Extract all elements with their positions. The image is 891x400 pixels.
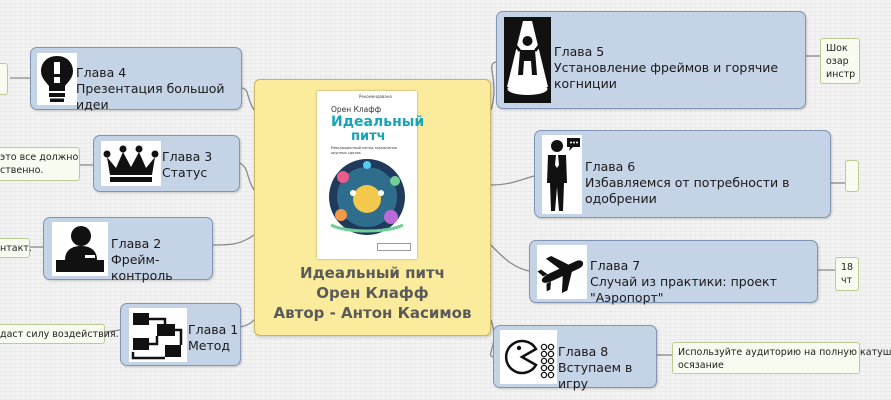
note-text: озар xyxy=(826,56,849,67)
chapter-number: Глава 5 xyxy=(554,44,605,59)
note-text: инстр xyxy=(826,69,856,80)
connector-lines xyxy=(10,55,845,358)
central-title-line-2: Орен Клафф xyxy=(316,284,429,302)
chapter-number: Глава 1 xyxy=(188,322,239,337)
note-text: чт xyxy=(841,275,853,286)
note-chapter-7: 18 чт xyxy=(835,257,859,291)
note-text: нтакт. xyxy=(0,243,32,254)
branch-node-chapter-7[interactable]: Глава 7 Случай из практики: проект "Аэро… xyxy=(529,240,818,306)
note-text: даст силу воздействия. xyxy=(0,329,119,340)
central-topic[interactable]: Рекомендовано Орен Клафф Идеальный питч … xyxy=(254,79,491,336)
chapter-number: Глава 8 xyxy=(558,344,609,359)
node-label: Глава 1 Метод xyxy=(188,322,240,354)
branch-node-chapter-2[interactable]: Глава 2 Фрейм-контроль xyxy=(43,217,213,283)
note-chapter-4 xyxy=(0,63,8,95)
central-title-line-1: Идеальный питч xyxy=(300,264,445,282)
book-cover-image: Рекомендовано Орен Клафф Идеальный питч … xyxy=(317,91,424,259)
person-at-desk-icon xyxy=(52,222,108,276)
node-label: Глава 8 Вступаем в игру xyxy=(558,344,656,392)
branch-node-chapter-5[interactable]: Глава 5 Установление фреймов и горячие к… xyxy=(496,11,806,109)
flow-diagram-icon xyxy=(129,308,187,362)
node-label: Глава 4 Презентация большой идеи xyxy=(76,65,241,113)
chapter-name: Статус xyxy=(162,165,208,180)
chapter-name: Случай из практики: проект "Аэропорт" xyxy=(590,274,777,305)
cover-title-line-2: питч xyxy=(351,129,386,144)
note-chapter-5: Шок озар инстр xyxy=(820,38,860,84)
branch-node-chapter-3[interactable]: Глава 3 Статус xyxy=(93,135,240,192)
node-label: Глава 7 Случай из практики: проект "Аэро… xyxy=(590,258,818,306)
chapter-number: Глава 6 xyxy=(585,159,636,174)
chapter-name: Вступаем в игру xyxy=(558,360,633,391)
node-label: Глава 6 Избавляемся от потребности в одо… xyxy=(585,159,830,207)
note-text: 18 xyxy=(841,262,854,273)
cover-author: Орен Клафф xyxy=(331,105,382,114)
note-text: это все должно xyxy=(0,152,79,163)
chapter-number: Глава 4 xyxy=(76,65,127,80)
note-chapter-6 xyxy=(845,160,859,192)
chapter-name: Фрейм-контроль xyxy=(111,252,173,283)
node-label: Глава 5 Установление фреймов и горячие к… xyxy=(554,44,804,92)
central-title-line-3: Автор - Антон Касимов xyxy=(273,304,472,322)
note-chapter-1: даст силу воздействия. xyxy=(0,324,119,344)
node-label: Глава 2 Фрейм-контроль xyxy=(111,236,213,284)
chapter-name: Избавляемся от потребности в одобрении xyxy=(585,175,790,206)
note-chapter-8: Используйте аудиторию на полную катуш ос… xyxy=(672,342,891,374)
businessman-speech-icon xyxy=(542,135,582,214)
chapter-name: Установление фреймов и горячие когниции xyxy=(554,60,779,91)
cover-illustration xyxy=(329,159,405,235)
note-text: Используйте аудиторию на полную катуш xyxy=(678,347,891,358)
chapter-name: Метод xyxy=(188,338,231,353)
chapter-number: Глава 2 xyxy=(111,236,162,251)
lightbulb-icon xyxy=(37,53,77,105)
branch-node-chapter-4[interactable]: Глава 4 Презентация большой идеи xyxy=(30,47,242,113)
cover-subtitle: Революционный метод заключения крупных с… xyxy=(331,146,397,155)
chapter-number: Глава 7 xyxy=(590,258,641,273)
node-label: Глава 3 Статус xyxy=(162,149,240,181)
branch-node-chapter-6[interactable]: Глава 6 Избавляемся от потребности в одо… xyxy=(534,130,831,218)
cover-title-line-1: Идеальный xyxy=(331,114,425,130)
crown-icon xyxy=(101,141,161,186)
note-text: ственно. xyxy=(0,165,44,176)
branch-node-chapter-1[interactable]: Глава 1 Метод xyxy=(120,303,241,366)
cover-badge: Рекомендовано xyxy=(359,94,392,99)
spotlight-person-icon xyxy=(504,17,551,103)
note-chapter-2: нтакт. xyxy=(0,238,32,258)
pacman-icon xyxy=(500,330,557,384)
cover-footer-bar xyxy=(377,243,411,251)
central-title: Идеальный питч Орен Клафф Автор - Антон … xyxy=(255,263,490,323)
note-text: Шок xyxy=(826,43,848,54)
note-chapter-3: это все должно ственно. xyxy=(0,147,80,181)
branch-node-chapter-8[interactable]: Глава 8 Вступаем в игру xyxy=(493,325,657,391)
chapter-number: Глава 3 xyxy=(162,149,213,164)
note-text: осязание xyxy=(678,360,724,371)
airplane-icon xyxy=(537,245,587,299)
chapter-name: Презентация большой идеи xyxy=(76,81,225,112)
